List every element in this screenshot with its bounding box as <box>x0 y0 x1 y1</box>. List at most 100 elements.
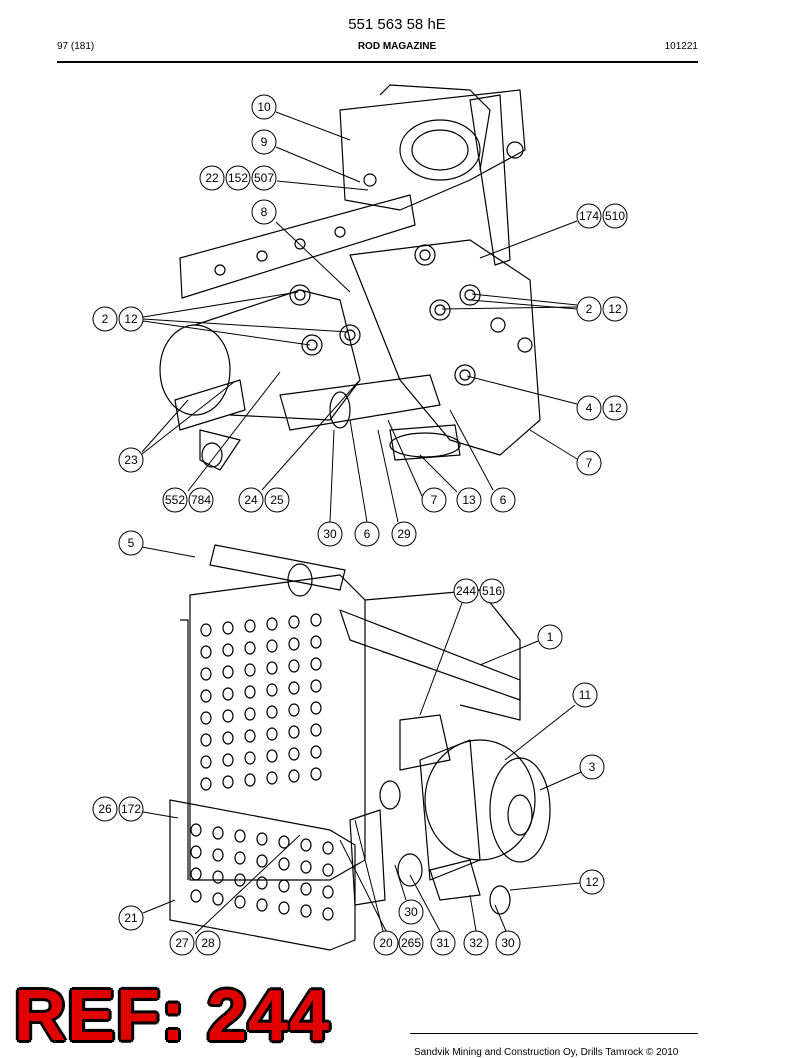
panel-hole <box>310 767 322 781</box>
callout-number: 3 <box>589 760 596 774</box>
callout-bubble: 26 <box>92 796 118 822</box>
panel-hole <box>244 751 256 765</box>
leader-line <box>509 882 581 891</box>
panel-hole <box>200 667 212 681</box>
callout-number: 30 <box>501 936 515 950</box>
panel-hole <box>322 885 334 899</box>
callout-number: 27 <box>175 936 189 950</box>
leader-line <box>275 146 361 183</box>
callout-number: 30 <box>323 527 337 541</box>
panel-hole <box>322 907 334 921</box>
panel-hole <box>256 876 268 890</box>
callout-number: 32 <box>469 936 483 950</box>
panel-hole <box>256 898 268 912</box>
leader-line <box>479 220 578 259</box>
leader-line <box>539 771 582 791</box>
panel-hole <box>278 835 290 849</box>
panel-hole <box>244 663 256 677</box>
panel-hole <box>322 863 334 877</box>
callout-bubble: 152 <box>225 165 251 191</box>
callout-number: 22 <box>205 171 219 185</box>
callout-bubble: 7 <box>576 450 602 476</box>
leader-line <box>141 399 189 453</box>
callout-number: 25 <box>270 493 284 507</box>
panel-hole <box>278 879 290 893</box>
leader-line <box>419 602 463 716</box>
callout-bubble: 10 <box>251 94 277 120</box>
callout-bubble: 25 <box>264 487 290 513</box>
callout-bubble: 13 <box>456 487 482 513</box>
panel-hole <box>200 645 212 659</box>
callout-bubble: 11 <box>572 682 598 708</box>
callout-number: 11 <box>579 688 592 702</box>
ref-overlay-label: REF: 244 <box>14 976 331 1056</box>
leader-line <box>194 834 301 935</box>
panel-hole <box>190 867 202 881</box>
panel-hole <box>266 705 278 719</box>
upper-assembly <box>159 84 541 471</box>
leader-line <box>141 546 196 558</box>
callout-number: 30 <box>404 905 418 919</box>
panel-hole <box>200 777 212 791</box>
panel-hole <box>288 637 300 651</box>
panel-hole <box>310 723 322 737</box>
leader-line <box>387 419 423 497</box>
callout-number: 21 <box>124 911 138 925</box>
panel-hole <box>222 731 234 745</box>
section-title: ROD MAGAZINE <box>357 41 437 52</box>
panel-hole <box>244 729 256 743</box>
callout-bubble: 172 <box>118 796 144 822</box>
callout-bubble: 24 <box>238 487 264 513</box>
panel-hole <box>244 773 256 787</box>
panel-hole <box>222 643 234 657</box>
callout-bubble: 265 <box>398 930 424 956</box>
leader-line <box>276 180 369 191</box>
callout-bubble: 30 <box>398 899 424 925</box>
panel-hole <box>288 769 300 783</box>
panel-hole <box>310 657 322 671</box>
leader-line <box>409 874 441 932</box>
panel-hole <box>266 617 278 631</box>
leader-line <box>529 429 578 460</box>
panel-hole <box>266 749 278 763</box>
callout-number: 152 <box>228 171 248 185</box>
callout-number: 12 <box>608 302 622 316</box>
leader-line <box>261 381 359 491</box>
panel-hole <box>266 661 278 675</box>
leader-line <box>466 375 578 405</box>
document-number: 551 563 58 hE <box>348 16 446 33</box>
callout-bubble: 552 <box>162 487 188 513</box>
callout-number: 2 <box>586 302 593 316</box>
panel-hole <box>288 681 300 695</box>
panel-hole <box>288 615 300 629</box>
leader-lines <box>141 111 582 935</box>
callout-bubble: 5 <box>118 530 144 556</box>
leader-line <box>449 409 494 491</box>
panel-hole <box>288 725 300 739</box>
callout-bubble: 30 <box>495 930 521 956</box>
panel-hole <box>234 851 246 865</box>
panel-hole <box>278 901 290 915</box>
panel-hole <box>212 848 224 862</box>
callout-bubble: 8 <box>251 199 277 225</box>
panel-hole <box>212 826 224 840</box>
callout-bubble: 2 <box>92 306 118 332</box>
callout-bubble: 32 <box>463 930 489 956</box>
leader-line <box>142 318 349 333</box>
panel-hole <box>234 895 246 909</box>
panel-hole <box>266 683 278 697</box>
leader-line <box>394 864 407 901</box>
callout-number: 10 <box>257 100 271 114</box>
panel-hole <box>288 703 300 717</box>
panel-hole <box>200 711 212 725</box>
leader-line <box>142 291 299 318</box>
callout-number: 26 <box>98 802 112 816</box>
callout-number: 1 <box>547 630 554 644</box>
callout-number: 507 <box>254 171 274 185</box>
panel-hole <box>244 707 256 721</box>
callout-bubble: 23 <box>118 447 144 473</box>
callout-bubble: 510 <box>602 203 628 229</box>
callout-bubble: 507 <box>251 165 277 191</box>
